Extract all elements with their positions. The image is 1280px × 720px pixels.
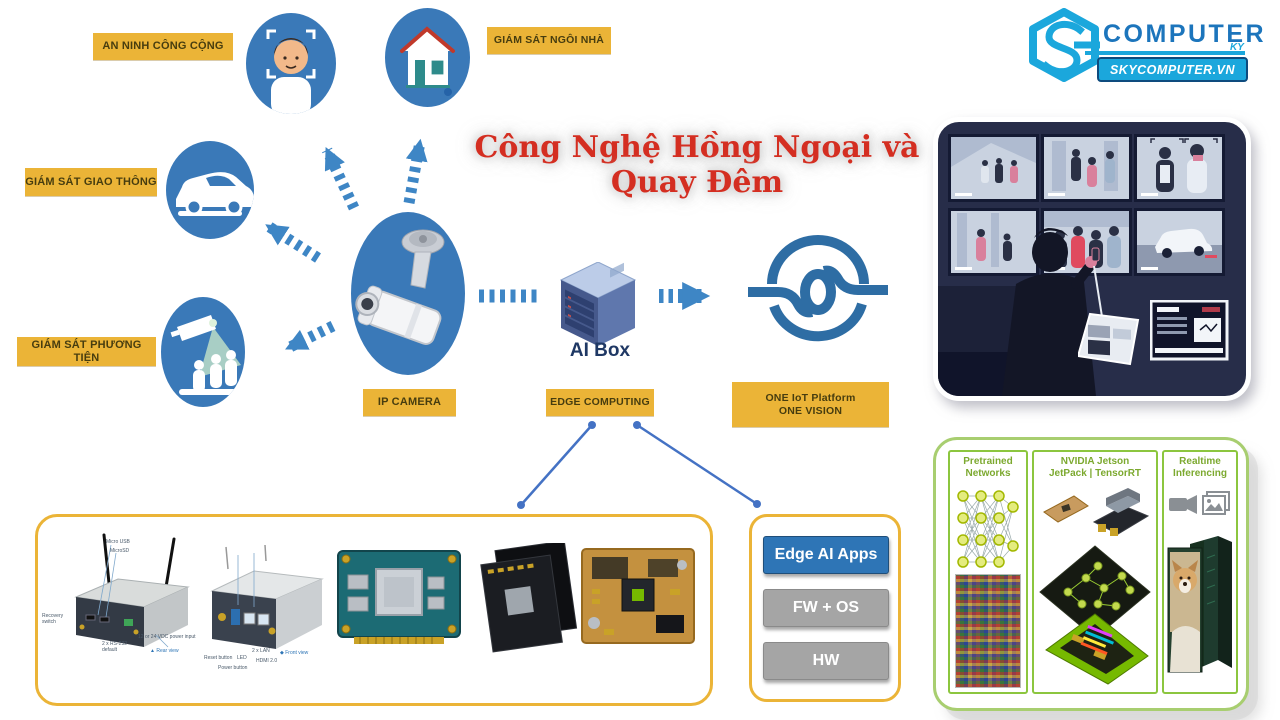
- circle-face-recognition: [246, 13, 336, 114]
- boxpc-label-frontview: ◆ Front view: [280, 650, 309, 656]
- platform-line1: ONE IoT Platform: [765, 392, 856, 405]
- monitor-illustration: [1150, 300, 1229, 361]
- connector-edge-to-hardware: [517, 421, 596, 509]
- gateway-label-rs232: 2 x RS-232 default: [102, 641, 128, 653]
- car-icon: [176, 172, 254, 216]
- ip-camera-icon: [355, 229, 445, 345]
- surveillance-screen-2: [1041, 134, 1132, 202]
- arrow-camera-to-cctv: [285, 321, 336, 353]
- jetson-module-device: [337, 550, 461, 644]
- label-edge-computing: EDGE COMPUTING: [546, 389, 654, 416]
- platform-line2: ONE VISION: [778, 404, 843, 417]
- nv-col1-line2: Networks: [965, 468, 1011, 479]
- gateway-label-power: 12 or 24 VDC power input: [138, 634, 196, 640]
- arrow-camera-to-face: [322, 147, 359, 211]
- nv-col2-line2: JetPack | TensorRT: [1048, 468, 1142, 479]
- nv-col3-line1: Realtime: [1179, 456, 1221, 467]
- label-one-iot-platform: ONE IoT Platform ONE VISION: [732, 382, 889, 427]
- edge-gateway-device: [74, 533, 190, 648]
- jetson-chip-dnn-icon: [1039, 545, 1151, 685]
- screen1-scene: [951, 137, 1036, 183]
- sky-computer-logo-icon: [1029, 8, 1100, 82]
- gateway-label-recovery: Recovery switch: [42, 613, 64, 625]
- circle-traffic-surveillance: [166, 141, 254, 239]
- gateway-label-rearview: ▲ Rear view: [150, 648, 179, 654]
- operator-silhouette: [1002, 228, 1107, 396]
- label-ip-camera-tag: IP CAMERA: [363, 389, 456, 416]
- inference-image-stack: [1167, 536, 1232, 673]
- circle-ip-camera: [351, 212, 465, 375]
- cctv-camera-icon: [170, 315, 241, 395]
- nv-col3-line2: Inferencing: [1173, 468, 1227, 479]
- nv-col2-line1: NVIDIA Jetson: [1060, 456, 1130, 467]
- surveillance-screen-4: [948, 208, 1039, 276]
- screen3-scene: [1150, 138, 1218, 193]
- logo-sub-text: KY: [1230, 42, 1244, 53]
- edge-stack-panel: Edge AI Apps FW + OS HW: [749, 514, 901, 702]
- label-ai-box: AI Box: [569, 340, 631, 361]
- surveillance-screen-3: [1134, 134, 1225, 202]
- nvidia-jetson-panel: Pretrained Networks NVIDI: [933, 437, 1249, 711]
- headline-infrared-night: Công Nghệ Hồng Ngoại và Quay Đêm: [474, 130, 920, 200]
- image-mosaic: [955, 574, 1021, 688]
- arrow-camera-to-house: [403, 138, 428, 204]
- hardware-panel: Micro USB MicroSD Recovery switch 2 x RS…: [35, 514, 713, 706]
- boxpc-label-hdmi: HDMI 2.0: [256, 658, 278, 664]
- nv-col-inferencing: Realtime Inferencing: [1162, 450, 1238, 694]
- logo-domain-text: SKYCOMPUTER.VN: [1109, 62, 1236, 77]
- boxpc-label-led: LED: [237, 655, 247, 661]
- box-pc-device: [210, 545, 324, 649]
- arrow-camera-to-car: [265, 221, 321, 263]
- nv-col1-line1: Pretrained: [963, 456, 1013, 467]
- label-home-surveillance: GIÁM SÁT NGÔI NHÀ: [487, 27, 611, 54]
- nv-col3-header: Realtime Inferencing: [1164, 452, 1236, 480]
- boxpc-label-powerbtn: Power button: [218, 665, 248, 671]
- carrier-board-device: [581, 548, 695, 644]
- control-room-panel: [933, 117, 1251, 401]
- boxpc-label-lan: 2 x LAN: [252, 648, 270, 654]
- face-recognition-icon: [266, 29, 316, 114]
- nv-col1-header: Pretrained Networks: [950, 452, 1026, 480]
- nv-col-pretrained: Pretrained Networks: [948, 450, 1028, 694]
- label-vehicle-surveillance: GIÁM SÁT PHƯƠNG TIỆN: [17, 337, 156, 366]
- gateway-label-microusb: Micro USB: [106, 539, 130, 545]
- boxpc-label-reset: Reset button: [204, 655, 233, 661]
- screen4-scene: [957, 213, 1012, 267]
- laptop-illustration: [1078, 312, 1140, 366]
- logo-underline: [1085, 51, 1245, 55]
- circle-vehicle-surveillance: [161, 297, 245, 407]
- surveillance-screen-6: [1134, 208, 1225, 276]
- neural-network-icon: [957, 490, 1019, 568]
- screen2-scene: [1052, 141, 1118, 191]
- nv-col2-header: NVIDIA Jetson JetPack | TensorRT: [1034, 452, 1156, 480]
- logo-brand-text: COMPUTER: [1103, 20, 1267, 48]
- circle-home-surveillance: [385, 8, 470, 107]
- stacked-modules-device: [480, 543, 578, 653]
- edge-ai-apps-button: Edge AI Apps: [763, 536, 889, 574]
- fw-os-button: FW + OS: [763, 589, 889, 627]
- label-public-security: AN NINH CÔNG CỘNG: [93, 33, 233, 60]
- logo-domain-bar: SKYCOMPUTER.VN: [1097, 57, 1248, 82]
- video-photos-icon: [1169, 491, 1230, 515]
- label-traffic-surveillance: GIÁM SÁT GIAO THÔNG: [25, 168, 157, 196]
- gateway-label-microsd: MicroSD: [110, 548, 130, 554]
- connector-edge-to-stack: [633, 421, 761, 508]
- screen6-scene-car: [1137, 228, 1222, 273]
- surveillance-screen-1: [948, 134, 1039, 202]
- house-icon: [400, 26, 455, 96]
- hw-button: HW: [763, 642, 889, 680]
- one-vision-eye-icon: [748, 235, 888, 342]
- jetson-boards-icon: [1043, 488, 1150, 536]
- ai-box-icon: [560, 262, 636, 346]
- nv-col-jetson: NVIDIA Jetson JetPack | TensorRT: [1032, 450, 1158, 694]
